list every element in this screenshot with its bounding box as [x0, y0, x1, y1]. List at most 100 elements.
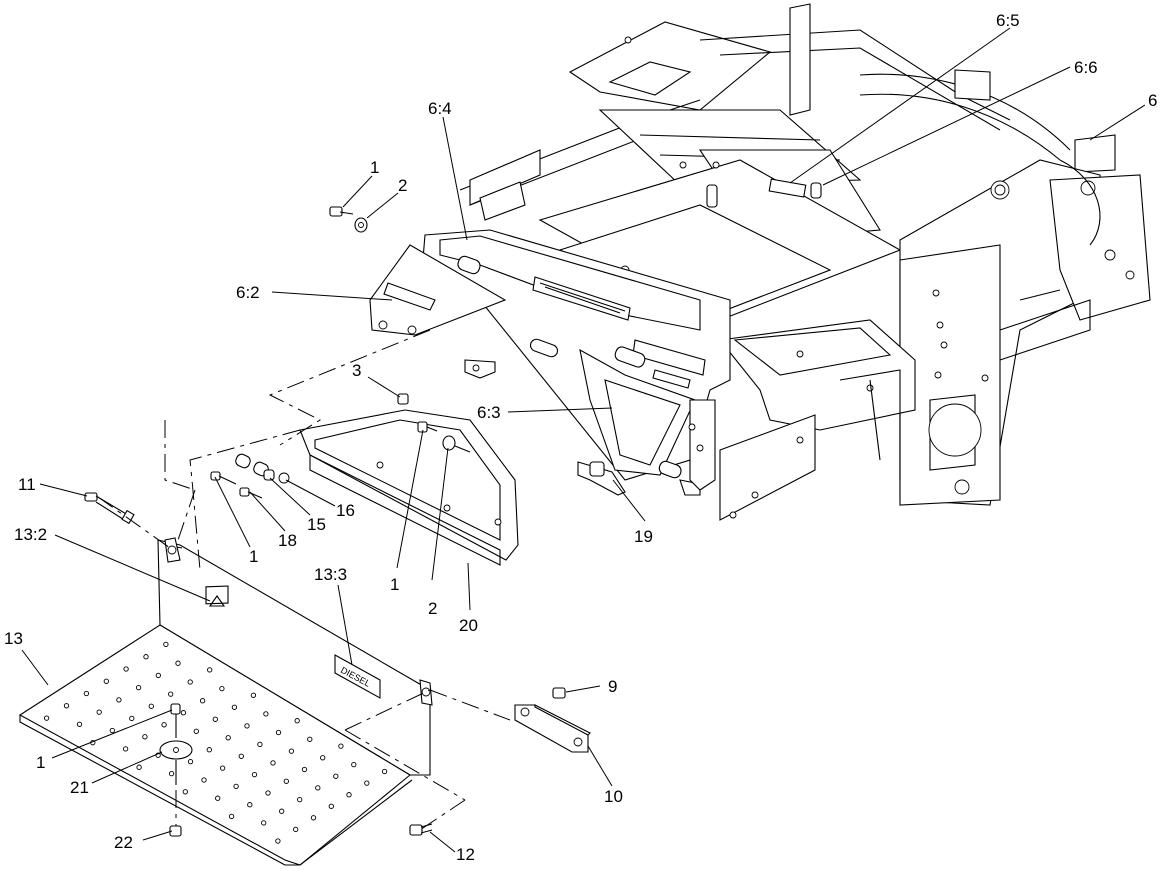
floor-hole — [297, 796, 303, 803]
floor-hole — [136, 764, 142, 770]
floor-hole — [381, 768, 388, 775]
callout-2: 2 — [428, 599, 437, 618]
floor-hole — [250, 692, 257, 698]
callout-6-3: 6:3 — [477, 403, 501, 422]
callout-22: 22 — [114, 833, 133, 852]
floor-hole — [109, 727, 115, 734]
floor-hole — [199, 698, 206, 704]
floor-hole — [231, 704, 238, 710]
floor-hole — [207, 667, 213, 673]
floor-hole — [143, 654, 149, 660]
floor-hole — [155, 672, 161, 679]
callout-20: 20 — [459, 616, 478, 635]
floor-hole — [333, 773, 339, 779]
floor-hole — [320, 755, 326, 761]
callout-15: 15 — [307, 515, 326, 534]
callout-10: 10 — [604, 787, 623, 806]
floor-hole — [201, 777, 207, 783]
floor-hole — [307, 736, 313, 742]
callout-21: 21 — [70, 778, 89, 797]
floor-hole — [122, 746, 129, 752]
callout-1: 1 — [36, 753, 45, 772]
callout-6-6: 6:6 — [1074, 58, 1098, 77]
floor-hole — [283, 778, 289, 784]
floor-hole — [257, 741, 263, 748]
floor-hole — [129, 715, 135, 722]
floor-hole — [244, 723, 250, 729]
floor-hole — [346, 792, 352, 798]
floor-hole — [96, 709, 102, 715]
floor-hole — [135, 684, 142, 691]
floor-hole — [265, 790, 271, 796]
floor-hole — [168, 770, 175, 777]
floor-hole — [163, 641, 169, 648]
floor-hole — [83, 690, 90, 697]
floor-hole — [351, 761, 357, 768]
floor-hole — [187, 679, 193, 685]
floor-hole — [270, 760, 276, 766]
floor-hole — [315, 785, 321, 791]
floor-hole — [215, 795, 221, 801]
callout-11: 11 — [18, 475, 36, 494]
floor-hole — [187, 758, 194, 765]
floor-hole — [175, 660, 181, 666]
callout-labels: 1 2 6:4 6:5 6:6 6 6:2 3 6:3 11 16 15 18 … — [4, 11, 1157, 864]
floor-hole — [219, 685, 225, 692]
floor-hole — [182, 789, 188, 795]
floor-hole — [212, 716, 218, 722]
floor-hole — [238, 753, 244, 759]
floor-hole — [279, 808, 285, 814]
floor-hole — [76, 721, 83, 727]
callout-3: 3 — [352, 361, 361, 380]
floor-hole — [148, 703, 154, 709]
callout-1: 1 — [249, 547, 258, 566]
floor-hole — [293, 826, 299, 833]
floor-hole — [219, 765, 226, 771]
callout-12: 12 — [456, 845, 475, 864]
control-panel — [369, 178, 807, 496]
callout-6-4: 6:4 — [428, 99, 452, 118]
floor-hole — [43, 715, 50, 721]
callout-13-3: 13:3 — [314, 565, 347, 584]
callout-13: 13 — [4, 629, 23, 648]
callout-1: 1 — [370, 158, 379, 177]
floor-hole — [364, 780, 370, 786]
hardware-parts — [84, 206, 591, 837]
floor-hole — [116, 697, 122, 703]
leader-lines — [21, 27, 1146, 853]
floor-hole — [310, 815, 317, 821]
floor-plate: DIESEL — [18, 537, 433, 866]
callout-6-5: 6:5 — [996, 11, 1020, 30]
floor-hole — [161, 722, 167, 728]
floor-hole — [180, 710, 187, 716]
callout-6-2: 6:2 — [236, 283, 260, 302]
callout-16: 16 — [336, 501, 355, 520]
floor-hole — [228, 813, 235, 820]
floor-hole — [301, 766, 308, 773]
floor-hole — [294, 718, 300, 724]
callout-2: 2 — [398, 176, 407, 195]
floor-hole — [263, 711, 269, 717]
callout-1: 1 — [390, 575, 399, 594]
callout-19: 19 — [634, 527, 653, 546]
floor-hole — [251, 771, 258, 778]
floor-hole — [328, 803, 334, 809]
main-frame-assembly — [459, 3, 1151, 521]
floor-hole — [103, 678, 109, 684]
floor-hole-grid — [43, 641, 388, 844]
floor-hole — [206, 747, 212, 753]
floor-hole — [168, 691, 174, 697]
floor-hole — [225, 735, 231, 741]
floor-hole — [193, 728, 199, 734]
floor-hole — [338, 743, 344, 749]
floor-hole — [275, 729, 282, 736]
callout-6: 6 — [1148, 91, 1157, 110]
floor-hole — [123, 666, 129, 672]
floor-hole — [233, 783, 239, 790]
floor-hole — [275, 838, 281, 844]
floor-hole — [142, 734, 148, 740]
seat-mount-plate — [299, 409, 519, 566]
floor-hole — [288, 748, 295, 754]
assembly-paths — [97, 329, 511, 831]
